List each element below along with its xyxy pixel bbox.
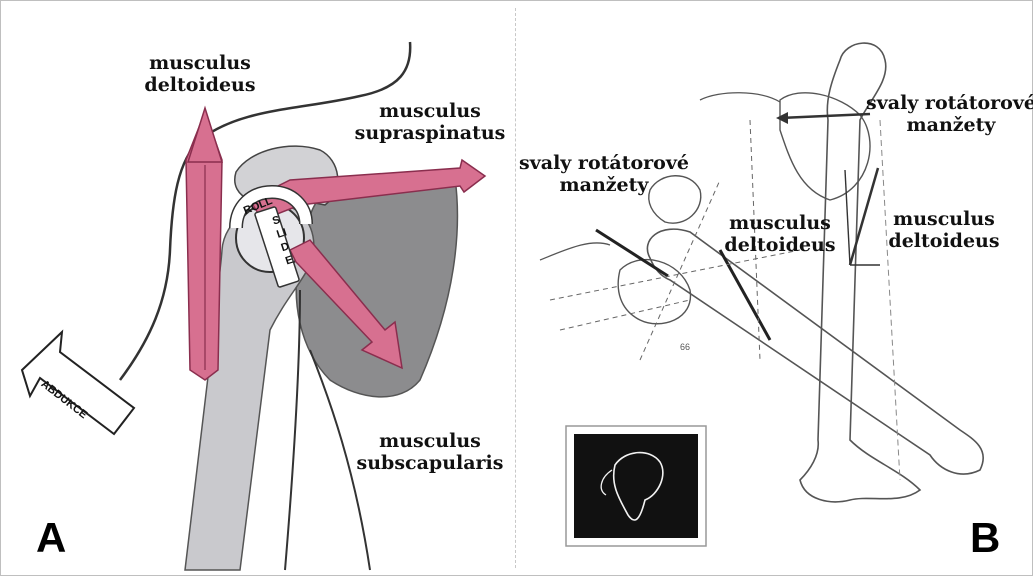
label-line: musculus: [340, 100, 520, 122]
label-line: deltoideus: [720, 234, 840, 256]
label-deltoideus-mid: musculus deltoideus: [720, 212, 840, 256]
label-subscapularis: musculus subscapularis: [355, 430, 505, 474]
panel-letter-b: B: [970, 514, 1000, 562]
label-line: svaly rotátorové: [866, 92, 1033, 114]
inset-thumbnail: [574, 434, 698, 538]
label-line: deltoideus: [140, 74, 260, 96]
label-line: musculus: [884, 208, 1004, 230]
page-number: 66: [680, 342, 690, 352]
label-line: svaly rotátorové: [514, 152, 694, 174]
label-line: musculus: [720, 212, 840, 234]
upright-scapula: [780, 93, 870, 200]
label-line: musculus: [140, 52, 260, 74]
label-deltoideus-right: musculus deltoideus: [884, 208, 1004, 252]
label-line: deltoideus: [884, 230, 1004, 252]
label-rotator-top: svaly rotátorové manžety: [866, 92, 1033, 136]
label-line: subscapularis: [355, 452, 505, 474]
label-supraspinatus: musculus supraspinatus: [340, 100, 520, 144]
label-line: manžety: [514, 174, 694, 196]
label-line: musculus: [355, 430, 505, 452]
label-deltoideus-a: musculus deltoideus: [140, 52, 260, 96]
label-line: supraspinatus: [340, 122, 520, 144]
label-rotator-left: svaly rotátorové manžety: [514, 152, 694, 196]
label-line: manžety: [866, 114, 1033, 136]
panel-letter-a: A: [36, 514, 66, 562]
